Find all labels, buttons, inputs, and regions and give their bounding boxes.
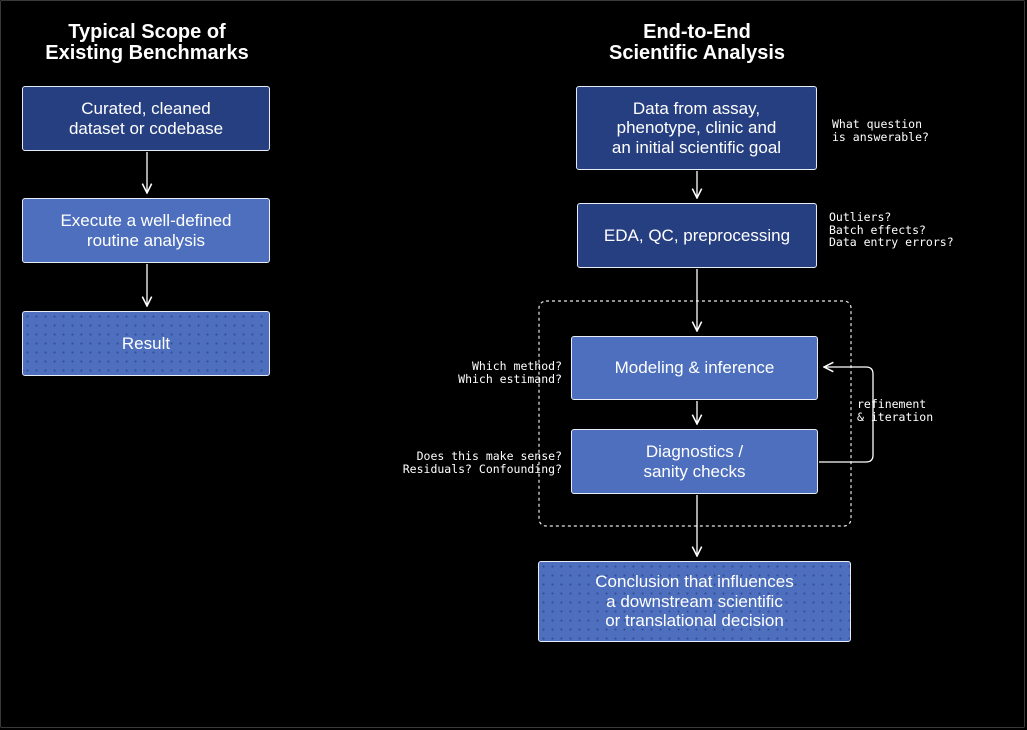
result-box: Result (22, 311, 270, 376)
sense-note: Does this make sense? Residuals? Confoun… (402, 449, 562, 476)
curated-dataset-box: Curated, cleaned dataset or codebase (22, 86, 270, 151)
diagnostics-box: Diagnostics / sanity checks (571, 429, 818, 494)
routine-analysis-box: Execute a well-defined routine analysis (22, 198, 270, 263)
arrow-refinement-loop (819, 367, 874, 463)
left-title: Typical Scope of Existing Benchmarks (45, 21, 249, 64)
method-note: Which method? Which estimand? (458, 359, 562, 386)
modeling-inference-box: Modeling & inference (571, 336, 818, 400)
question-note: What question is answerable? (832, 117, 929, 144)
iteration-loop-border (538, 300, 852, 527)
data-source-box: Data from assay, phenotype, clinic and a… (576, 86, 817, 170)
eda-qc-box: EDA, QC, preprocessing (577, 203, 817, 268)
conclusion-box: Conclusion that influences a downstream … (538, 561, 851, 642)
outliers-note: Outliers? Batch effects? Data entry erro… (829, 210, 954, 249)
refinement-note: refinement & iteration (857, 397, 934, 424)
right-title: End-to-End Scientific Analysis (609, 21, 785, 64)
